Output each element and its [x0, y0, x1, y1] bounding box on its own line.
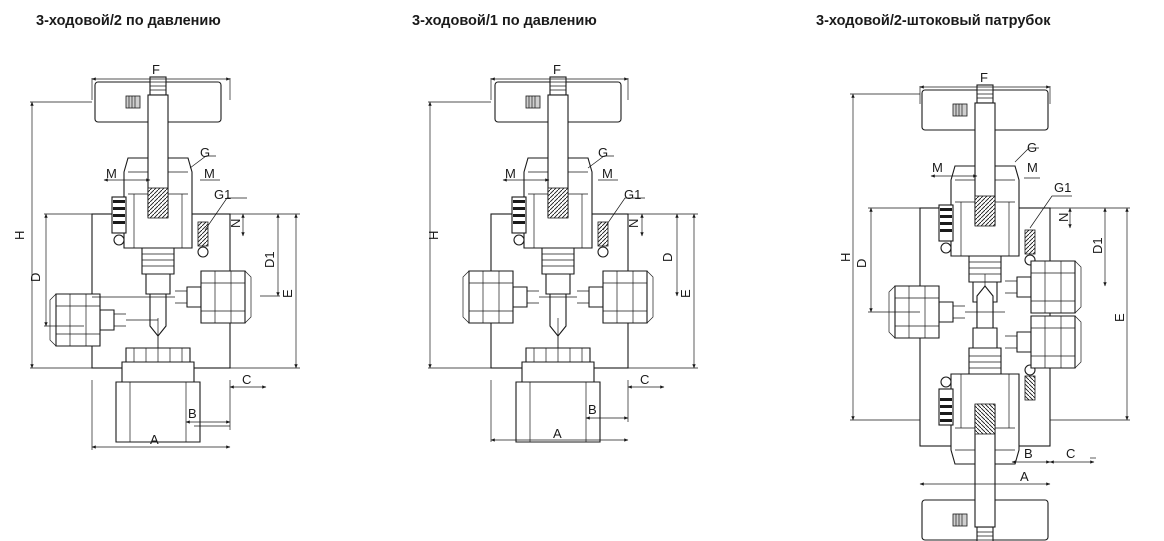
label-D-3: D: [854, 259, 869, 268]
label-G1-1: G1: [214, 187, 231, 202]
label-F-3: F: [980, 70, 988, 85]
label-B-1: B: [188, 406, 197, 421]
label-G1-3: G1: [1054, 180, 1071, 195]
label-F-1: F: [152, 62, 160, 77]
label-M-1a: M: [106, 166, 117, 181]
label-M-1b: M: [204, 166, 215, 181]
label-M-2a: M: [505, 166, 516, 181]
label-H-1: H: [12, 231, 27, 240]
label-M-3b: M: [1027, 160, 1038, 175]
label-E-2: E: [678, 289, 693, 298]
label-C-2: C: [640, 372, 649, 387]
valve-drawing-left: [30, 76, 300, 450]
label-H-3: H: [838, 253, 853, 262]
valve-drawing-middle: [428, 76, 698, 443]
label-F-2: F: [553, 62, 561, 77]
label-G-1: G: [200, 145, 210, 160]
label-H-2: H: [426, 231, 441, 240]
label-E-3: E: [1112, 313, 1127, 322]
label-N-2: N: [626, 219, 641, 228]
label-G1-2: G1: [624, 187, 641, 202]
label-N-1: N: [228, 219, 243, 228]
label-G-3: G: [1027, 140, 1037, 155]
diagram-title-left: 3-ходовой/2 по давлению: [36, 13, 221, 29]
label-M-3a: M: [932, 160, 943, 175]
diagram-title-right: 3-ходовой/2-штоковый патрубок: [816, 13, 1051, 29]
label-M-2b: M: [602, 166, 613, 181]
label-E-1: E: [280, 289, 295, 298]
label-N-3: N: [1056, 213, 1071, 222]
label-B-3: B: [1024, 446, 1033, 461]
label-C-3: C: [1066, 446, 1075, 461]
label-A-1: A: [150, 432, 159, 447]
label-D1-3: D1: [1090, 237, 1105, 254]
label-D1-1: D1: [262, 251, 277, 268]
label-D-2: D: [660, 253, 675, 262]
label-D-1: D: [28, 273, 43, 282]
label-C-1: C: [242, 372, 251, 387]
label-A-2: A: [553, 426, 562, 441]
label-G-2: G: [598, 145, 608, 160]
label-A-3: A: [1020, 469, 1029, 484]
label-B-2: B: [588, 402, 597, 417]
diagram-title-middle: 3-ходовой/1 по давлению: [412, 13, 597, 29]
valve-drawing-right: [850, 84, 1130, 541]
